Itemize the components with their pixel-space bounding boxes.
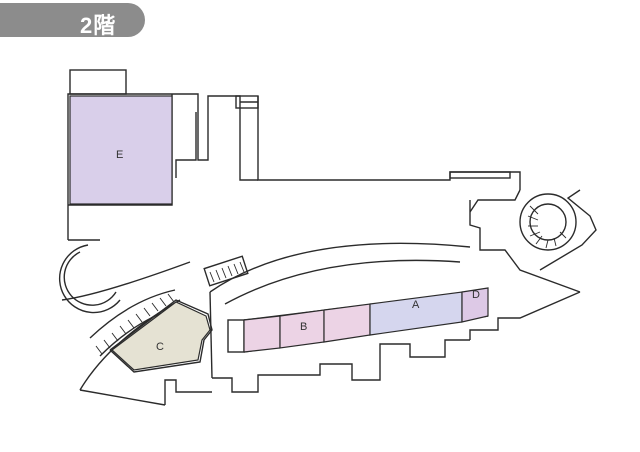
room-a-label: A (412, 299, 420, 311)
floor-label: 2階 (80, 13, 117, 38)
room-d-label: D (472, 289, 480, 301)
room-b-right[interactable] (323, 303, 371, 343)
room-e-label: E (116, 149, 123, 161)
room-b-left[interactable] (243, 315, 281, 353)
floor-tab-shape (0, 3, 145, 37)
rooms (69, 95, 489, 371)
stair-hatching (95, 205, 567, 355)
room-d[interactable] (461, 287, 489, 323)
room-c[interactable] (111, 301, 211, 371)
room-e[interactable] (69, 95, 173, 205)
room-labels: E B A D C (116, 149, 480, 353)
room-b-label: B (300, 321, 307, 333)
room-c-label: C (156, 341, 164, 353)
floor-tab: 2階 (0, 3, 150, 38)
